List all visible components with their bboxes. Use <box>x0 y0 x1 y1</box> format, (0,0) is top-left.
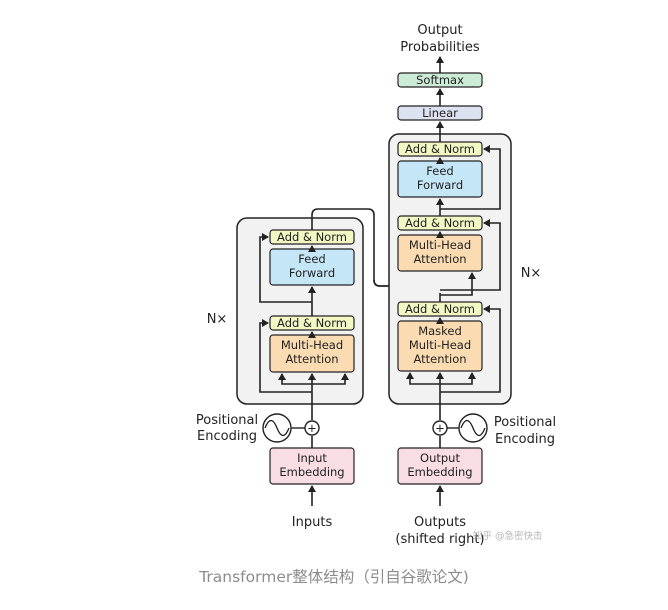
encoder-sine-wave-curve <box>264 419 290 437</box>
encoder-positional-label-line1: Positional <box>196 413 258 428</box>
encoder-feed-forward-label-line1: Feed <box>298 252 325 266</box>
decoder-arrows <box>406 56 501 506</box>
decoder-add-norm-2-label: Add & Norm <box>405 216 475 230</box>
watermark: 知乎 @急密快击 <box>473 530 543 542</box>
decoder-cross-attention-label-line2: Attention <box>413 252 466 266</box>
decoder-repeat-label: N× <box>521 266 542 281</box>
output-embedding-label-line1: Output <box>420 451 460 465</box>
decoder-masked-attention-label-line1: Masked <box>418 324 462 338</box>
output-embedding-label-line2: Embedding <box>407 465 472 479</box>
encoder-feed-forward-label-line2: Forward <box>289 266 335 280</box>
output-probabilities-label-line1: Output <box>417 23 462 38</box>
encoder-attention-label-line1: Multi-Head <box>281 338 343 352</box>
outputs-label-line1: Outputs <box>414 515 466 530</box>
decoder-sine-wave-curve <box>460 419 486 437</box>
outputs-label-line2: (shifted right) <box>395 532 484 547</box>
decoder-feed-forward-label-line1: Feed <box>426 164 453 178</box>
softmax-block <box>397 72 483 88</box>
encoder-positional-label-line2: Encoding <box>197 429 257 444</box>
encoder-repeat-label: N× <box>207 312 228 327</box>
encoder-attention-label-line2: Attention <box>285 352 338 366</box>
inputs-label: Inputs <box>292 515 333 530</box>
transformer-architecture-diagram: Multi-Head Attention Add & Norm Feed For… <box>196 23 556 547</box>
encoder-add-norm-2-label: Add & Norm <box>277 230 347 244</box>
decoder-positional-add-symbol: + <box>435 421 445 435</box>
softmax-label: Softmax <box>416 73 464 87</box>
encoder-layer-frame <box>236 217 364 405</box>
decoder-masked-attention-label-line3: Attention <box>413 352 466 366</box>
linear-block <box>397 105 483 121</box>
decoder-feed-forward-label-line2: Forward <box>417 178 463 192</box>
output-probabilities-label-line2: Probabilities <box>400 40 480 55</box>
input-embedding-block <box>269 447 355 485</box>
decoder-positional-label-line2: Encoding <box>495 432 555 447</box>
figure-caption: Transformer整体结构（引自谷歌论文) <box>199 568 469 586</box>
decoder-add-norm-3-label: Add & Norm <box>405 142 475 156</box>
decoder-add-norm-1-label: Add & Norm <box>405 302 475 316</box>
input-embedding-label-line2: Embedding <box>279 465 344 479</box>
input-embedding-label-line1: Input <box>297 451 327 465</box>
decoder-positional-label-line1: Positional <box>494 415 556 430</box>
decoder-cross-attention-label-line1: Multi-Head <box>409 238 471 252</box>
linear-label: Linear <box>422 106 458 120</box>
encoder-positional-add-symbol: + <box>307 421 317 435</box>
decoder-masked-attention-label-line2: Multi-Head <box>409 338 471 352</box>
encoder-add-norm-1-label: Add & Norm <box>277 316 347 330</box>
output-embedding-block <box>397 447 483 485</box>
